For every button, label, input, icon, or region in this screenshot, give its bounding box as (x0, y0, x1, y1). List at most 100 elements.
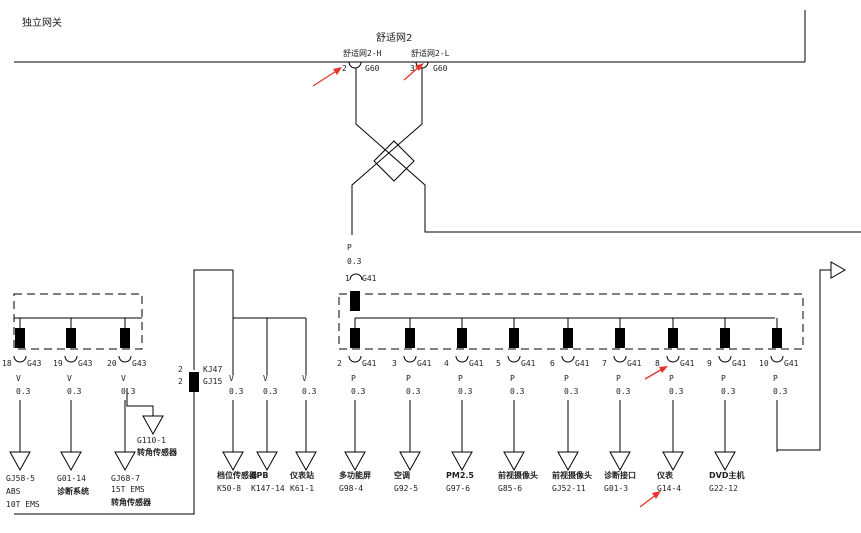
svg-text:诊断接口: 诊断接口 (604, 470, 636, 480)
svg-text:V: V (121, 374, 126, 383)
svg-text:P: P (458, 374, 463, 383)
svg-text:0.3: 0.3 (263, 387, 278, 396)
annotation-arrows (312, 63, 668, 508)
svg-text:0.3: 0.3 (564, 387, 579, 396)
svg-text:0.3: 0.3 (669, 387, 684, 396)
svg-text:7: 7 (602, 359, 607, 368)
svg-text:G97-6: G97-6 (446, 484, 470, 493)
svg-text:P: P (669, 374, 674, 383)
svg-text:转角传感器: 转角传感器 (111, 497, 152, 507)
svg-text:0.3: 0.3 (616, 387, 631, 396)
bus-label: 舒适网2 (376, 31, 412, 44)
svg-text:诊断系统: 诊断系统 (57, 486, 89, 496)
svg-text:G41: G41 (362, 359, 377, 368)
pin-h: 舒适网2-H 2 G60 (342, 48, 382, 73)
svg-text:舒适网2-H: 舒适网2-H (343, 48, 382, 58)
svg-text:V: V (263, 374, 268, 383)
svg-text:KJ47: KJ47 (203, 365, 222, 374)
svg-text:0.3: 0.3 (721, 387, 736, 396)
svg-text:V: V (229, 374, 234, 383)
right-load-2 (451, 451, 473, 472)
svg-text:G110-1: G110-1 (137, 436, 166, 445)
svg-text:EPB: EPB (251, 471, 268, 480)
svg-text:仪表站: 仪表站 (289, 470, 314, 480)
svg-text:P: P (510, 374, 515, 383)
svg-text:K147-14: K147-14 (251, 484, 285, 493)
svg-text:18: 18 (2, 359, 12, 368)
svg-text:G14-4: G14-4 (657, 484, 681, 493)
svg-text:10: 10 (759, 359, 769, 368)
svg-text:0.3: 0.3 (121, 387, 136, 396)
splice-pin-arc (349, 273, 363, 281)
svg-text:2: 2 (178, 365, 183, 374)
splice-size: 0.3 (347, 257, 362, 266)
svg-text:G41: G41 (469, 359, 484, 368)
svg-text:G43: G43 (27, 359, 42, 368)
v-branch-0: V 0.3 档位传感器 K50-8 (217, 374, 258, 493)
svg-text:P: P (721, 374, 726, 383)
svg-text:GJ68-7: GJ68-7 (111, 474, 140, 483)
svg-text:空调: 空调 (394, 470, 410, 480)
svg-text:3: 3 (410, 64, 415, 73)
svg-text:K61-1: K61-1 (290, 484, 314, 493)
svg-text:19: 19 (53, 359, 63, 368)
svg-text:K50-8: K50-8 (217, 484, 241, 493)
svg-text:P: P (351, 374, 356, 383)
svg-text:0.3: 0.3 (510, 387, 525, 396)
svg-text:2: 2 (337, 359, 342, 368)
svg-text:GJ58-5: GJ58-5 (6, 474, 35, 483)
output-arrow (830, 261, 847, 279)
kj47-connector (189, 372, 199, 392)
svg-text:G43: G43 (78, 359, 93, 368)
svg-text:10T EMS: 10T EMS (6, 500, 40, 509)
svg-text:P: P (564, 374, 569, 383)
gateway-label: 独立网关 (22, 16, 62, 29)
svg-text:G41: G41 (521, 359, 536, 368)
svg-text:G41: G41 (732, 359, 747, 368)
svg-text:0.3: 0.3 (406, 387, 421, 396)
svg-text:8: 8 (655, 359, 660, 368)
svg-text:G41: G41 (575, 359, 590, 368)
svg-text:6: 6 (550, 359, 555, 368)
twisted-pair (351, 68, 861, 235)
svg-text:0.3: 0.3 (16, 387, 31, 396)
svg-text:G41: G41 (784, 359, 799, 368)
svg-text:G85-6: G85-6 (498, 484, 522, 493)
svg-text:V: V (67, 374, 72, 383)
svg-text:多功能屏: 多功能屏 (339, 470, 371, 480)
left-dashed-box (13, 293, 143, 350)
svg-text:0.3: 0.3 (229, 387, 244, 396)
svg-text:P: P (406, 374, 411, 383)
svg-text:G60: G60 (365, 64, 380, 73)
svg-text:G41: G41 (362, 274, 377, 283)
svg-text:G98-4: G98-4 (339, 484, 363, 493)
right-load-5 (609, 451, 631, 472)
svg-text:DVD主机: DVD主机 (709, 470, 744, 480)
svg-text:3: 3 (392, 359, 397, 368)
svg-text:ABS: ABS (6, 487, 21, 496)
svg-text:PM2.5: PM2.5 (446, 471, 474, 480)
svg-text:5: 5 (496, 359, 501, 368)
svg-text:G60: G60 (433, 64, 448, 73)
svg-text:前视摄像头: 前视摄像头 (552, 470, 592, 480)
svg-text:档位传感器: 档位传感器 (217, 470, 258, 480)
svg-text:G22-12: G22-12 (709, 484, 738, 493)
svg-text:V: V (16, 374, 21, 383)
svg-text:V: V (302, 374, 307, 383)
svg-text:G92-5: G92-5 (394, 484, 418, 493)
